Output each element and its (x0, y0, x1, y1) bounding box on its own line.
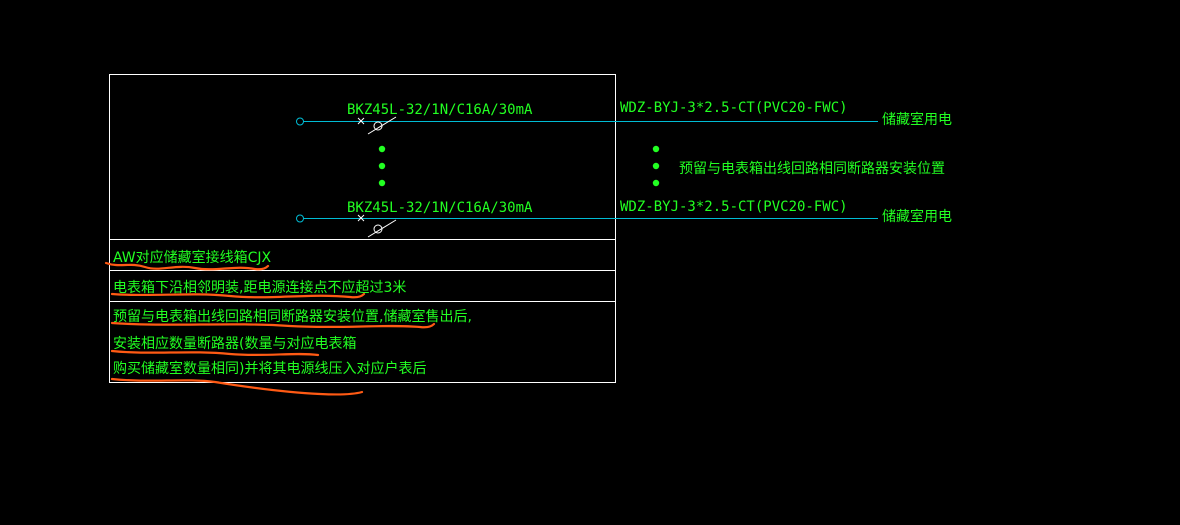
breaker-label-bottom: BKZ45L-32/1N/C16A/30mA (347, 200, 533, 216)
schematic-frame (109, 74, 616, 383)
continuation-dots-left (378, 145, 386, 187)
cable-label-bottom: WDZ-BYJ-3*2.5-CT(PVC20-FWC) (620, 199, 848, 215)
load-label-top: 储藏室用电 (882, 111, 952, 128)
frame-border (109, 74, 616, 383)
continuation-dots-right (652, 145, 660, 187)
underline-1 (104, 261, 270, 271)
terminal-top (296, 117, 304, 126)
breaker-label-top: BKZ45L-32/1N/C16A/30mA (347, 102, 533, 118)
breaker-symbol-top (357, 116, 397, 135)
underline-2 (110, 292, 366, 299)
note-line-1: AW对应储藏室接线箱CJX (113, 249, 272, 266)
note-line-4: 安装相应数量断路器(数量与对应电表箱 (113, 335, 356, 352)
terminal-bottom (296, 214, 304, 223)
note-line-3: 预留与电表箱出线回路相同断路器安装位置,储藏室售出后, (113, 308, 472, 325)
note-line-2: 电表箱下沿相邻明装,距电源连接点不应超过3米 (113, 279, 406, 296)
notes: AW对应储藏室接线箱CJX 电表箱下沿相邻明装,距电源连接点不应超过3米 预留与… (113, 249, 472, 377)
reserved-position-note: 预留与电表箱出线回路相同断路器安装位置 (679, 161, 945, 177)
underline-4 (110, 349, 320, 357)
underline-3 (110, 321, 436, 329)
breaker-symbol-bottom (357, 214, 397, 238)
load-label-bottom: 储藏室用电 (882, 208, 952, 225)
underline-5 (110, 377, 364, 396)
note-line-5: 购买储藏室数量相同)并将其电源线压入对应户表后 (113, 360, 426, 377)
cable-label-top: WDZ-BYJ-3*2.5-CT(PVC20-FWC) (620, 100, 848, 116)
circuit-bottom: BKZ45L-32/1N/C16A/30mA WDZ-BYJ-3*2.5-CT(… (296, 199, 952, 238)
circuit-top: BKZ45L-32/1N/C16A/30mA WDZ-BYJ-3*2.5-CT(… (296, 100, 952, 135)
handwritten-underlines (104, 261, 436, 396)
